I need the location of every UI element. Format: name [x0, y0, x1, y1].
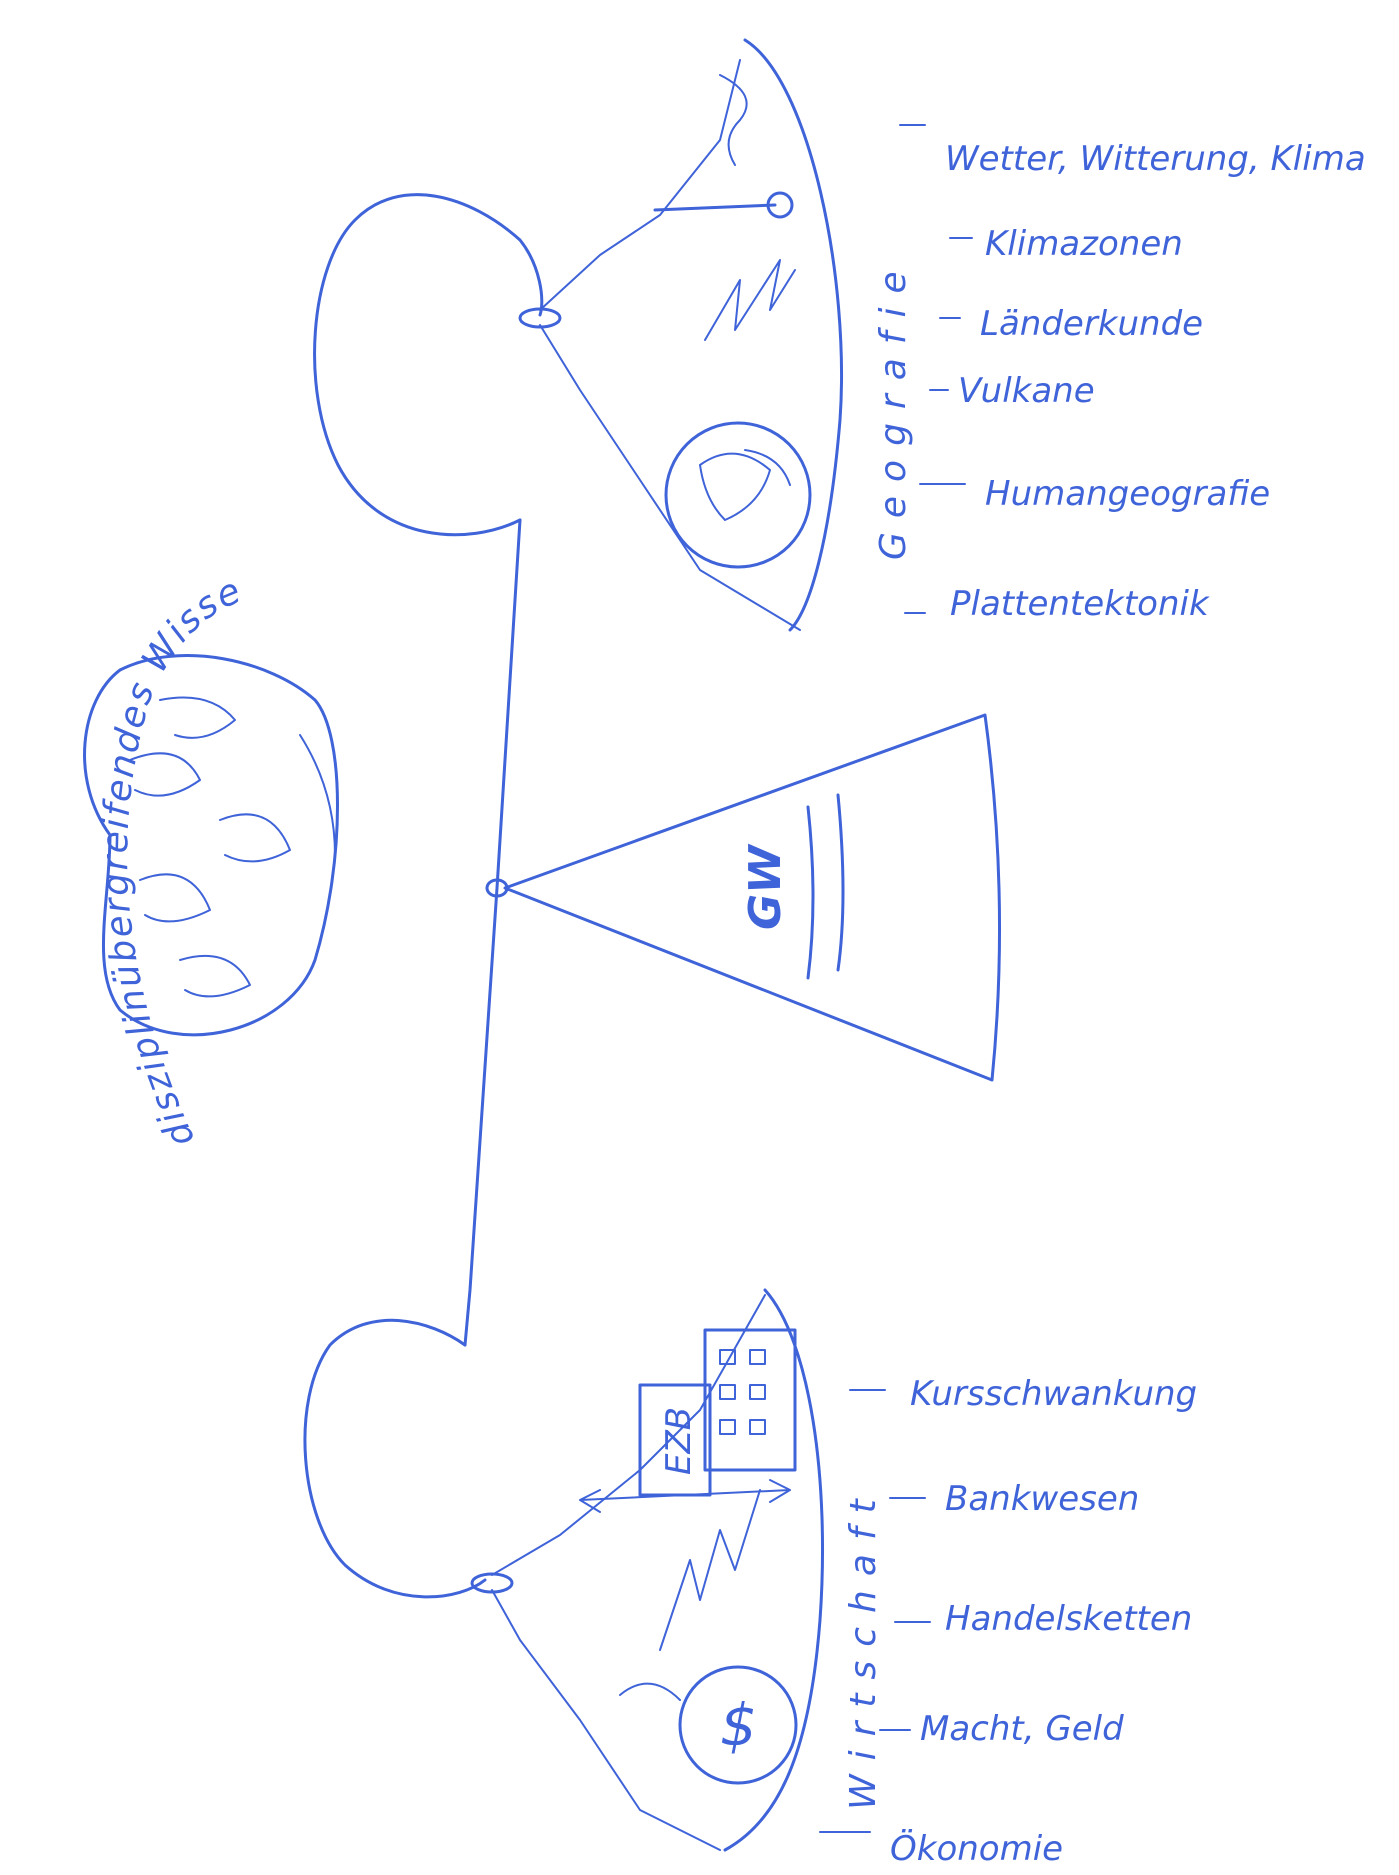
top-label-2: Länderkunde [980, 304, 1203, 344]
top-chain-lower [539, 324, 801, 631]
stand-label: GW [740, 843, 791, 930]
brain-caption: disziplinübergreifendes Wissen [0, 0, 248, 1153]
brain-icon [83, 654, 339, 1037]
top-label-3: Vulkane [958, 371, 1095, 411]
scale-beam [463, 518, 522, 1347]
top-label-4: Humangeografie [985, 474, 1270, 514]
thermometer-icon [653, 203, 777, 212]
lightning-icon [704, 259, 796, 341]
double-arrow-icon [579, 1479, 791, 1513]
globe-icon [664, 421, 812, 569]
bottom-pan-drawings: EZB $ [579, 1328, 798, 1785]
bottom-pan-labels: Kursschwankung Bankwesen Handelsketten M… [819, 1374, 1197, 1869]
top-pan-title: Geografie [873, 257, 914, 560]
bottom-hook-loop [303, 1318, 487, 1599]
top-pan-drawings [653, 74, 812, 569]
money-bag-icon [678, 1665, 798, 1785]
bottom-label-3: Macht, Geld [920, 1709, 1124, 1749]
bottom-label-4: Ökonomie [890, 1828, 1063, 1869]
tornado-icon [719, 74, 748, 166]
bottom-chain-lower [491, 1589, 721, 1851]
bottom-label-0: Kursschwankung [910, 1374, 1197, 1414]
bank-building-label: EZB [659, 1407, 699, 1475]
bottom-label-1: Bankwesen [945, 1479, 1139, 1519]
bottom-pan-title: Wirtschaft [843, 1485, 884, 1810]
top-chain-upper [539, 59, 741, 311]
top-label-1: Klimazonen [985, 224, 1183, 264]
dollar-icon: $ [720, 1691, 757, 1759]
top-label-5: Plattentektonik [950, 584, 1210, 624]
bottom-label-2: Handelsketten [945, 1599, 1192, 1639]
bottom-pan [723, 1288, 825, 1852]
brain-caption-text: disziplinübergreifendes Wissen [0, 0, 246, 1153]
top-pan [743, 38, 844, 632]
top-pan-labels: Wetter, Witterung, Klima Klimazonen Länd… [899, 124, 1366, 624]
zigzag-icon [659, 1489, 761, 1651]
scale-stand [503, 713, 1002, 1082]
top-hook-loop [313, 193, 544, 537]
top-label-0: Wetter, Witterung, Klima [945, 139, 1366, 179]
